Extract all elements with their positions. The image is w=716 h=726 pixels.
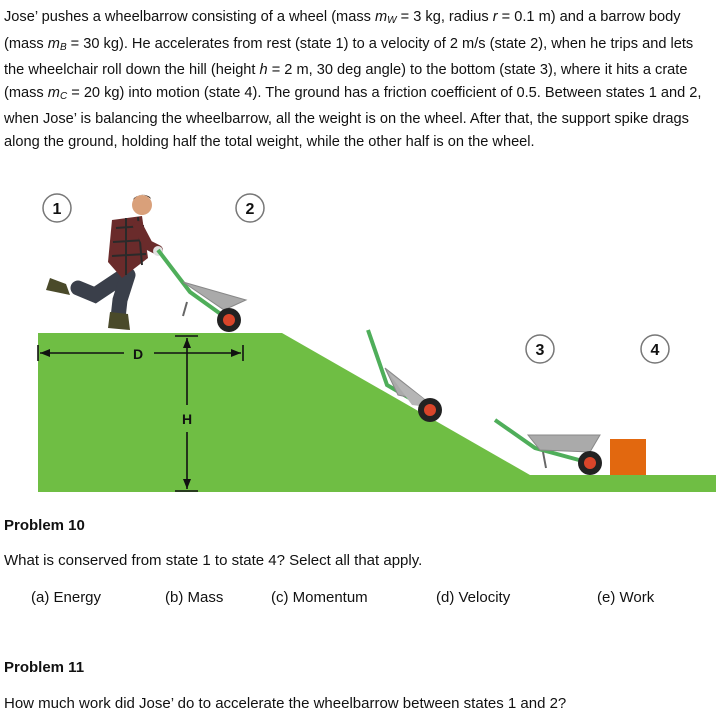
svg-text:1: 1 xyxy=(53,201,62,218)
state-marker-1: 1 xyxy=(42,193,72,223)
problem-11-heading: Problem 11 xyxy=(4,659,85,676)
option-a-energy[interactable]: (a) Energy xyxy=(31,589,102,606)
state-marker-4: 4 xyxy=(640,334,670,364)
option-e-work[interactable]: (e) Work xyxy=(597,589,655,606)
state-marker-3: 3 xyxy=(525,334,555,364)
wheelbarrow-state-3 xyxy=(493,418,602,475)
dimension-h-label: H xyxy=(182,411,192,427)
dimension-d-label: D xyxy=(133,346,143,362)
jose-person xyxy=(46,194,163,330)
svg-text:2: 2 xyxy=(246,201,255,218)
svg-text:4: 4 xyxy=(651,342,660,359)
problem-11-question: How much work did Jose’ do to accelerate… xyxy=(4,695,567,712)
option-d-velocity[interactable]: (d) Velocity xyxy=(436,589,511,606)
svg-text:3: 3 xyxy=(536,342,545,359)
dimension-h xyxy=(175,335,198,492)
option-b-mass[interactable]: (b) Mass xyxy=(165,589,224,606)
problem-10-heading: Problem 10 xyxy=(4,517,85,534)
crate xyxy=(610,439,646,475)
state-marker-2: 2 xyxy=(235,193,265,223)
problem-statement: Jose’ pushes a wheelbarrow consisting of… xyxy=(4,9,702,150)
option-c-momentum[interactable]: (c) Momentum xyxy=(271,589,368,606)
wheelbarrow-hill-figure: D H 1 2 3 4 xyxy=(37,193,716,492)
wheelbarrow-state-2 xyxy=(156,248,248,332)
hill-ground xyxy=(38,333,716,492)
wheelbarrow-on-slope xyxy=(366,329,442,422)
dimension-d xyxy=(37,345,244,361)
problem-10-question: What is conserved from state 1 to state … xyxy=(4,552,423,569)
